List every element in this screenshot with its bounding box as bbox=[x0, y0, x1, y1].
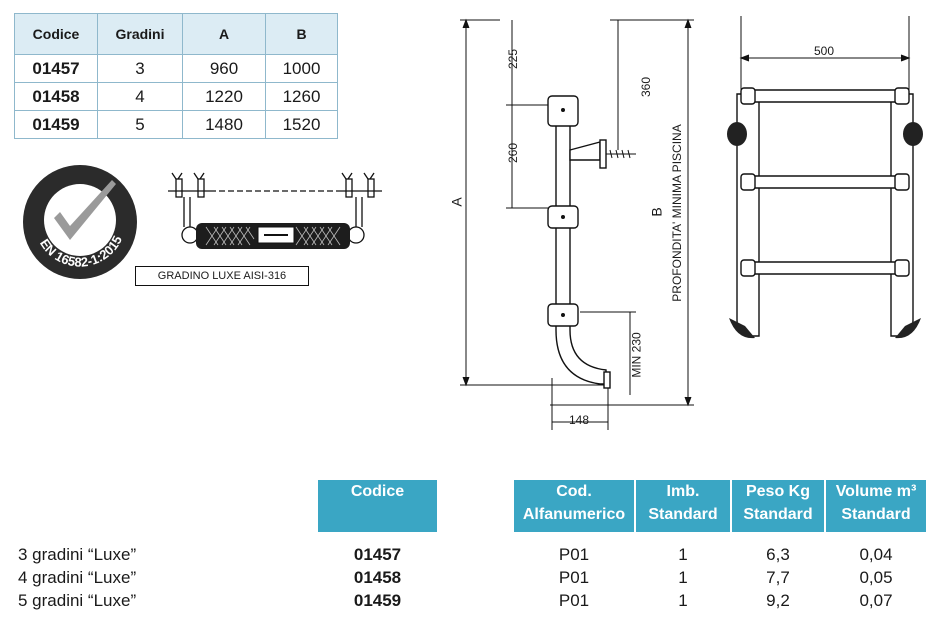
dim-260: 260 bbox=[506, 142, 521, 164]
dim-a: A bbox=[448, 197, 465, 207]
row-desc: 4 gradini “Luxe” bbox=[18, 568, 137, 587]
dim-500: 500 bbox=[814, 44, 835, 58]
header-imb-standard: Imb. Standard bbox=[636, 480, 730, 532]
spec-cell: 960 bbox=[182, 54, 266, 83]
row-peso: 6,3 bbox=[766, 545, 790, 564]
spec-cell: 1520 bbox=[265, 110, 338, 139]
depth-label: PROFONDITA' MINIMA PISCINA bbox=[670, 124, 684, 302]
spec-cell: 1260 bbox=[265, 82, 338, 111]
row-code: 01457 bbox=[353, 545, 402, 564]
side-view-drawing bbox=[460, 18, 694, 430]
row-imb: 1 bbox=[678, 545, 688, 564]
certification-logo: EN 16582-1:2015 bbox=[23, 165, 137, 279]
row-desc: 5 gradini “Luxe” bbox=[18, 591, 137, 610]
spec-cell: 3 bbox=[97, 54, 183, 83]
spec-header-b: B bbox=[265, 13, 338, 55]
spec-cell: 1480 bbox=[182, 110, 266, 139]
row-volume: 0,05 bbox=[859, 568, 893, 587]
front-view-drawing bbox=[727, 16, 923, 339]
dim-148: 148 bbox=[569, 413, 590, 427]
header-codice: Codice bbox=[318, 480, 437, 532]
row-peso: 7,7 bbox=[766, 568, 790, 587]
header-peso-standard: Peso Kg Standard bbox=[732, 480, 824, 532]
dim-225: 225 bbox=[506, 48, 521, 70]
row-desc: 3 gradini “Luxe” bbox=[18, 545, 137, 564]
spec-row: 01458 4 1220 1260 bbox=[14, 82, 338, 111]
header-volume-standard: Volume m³ Standard bbox=[826, 480, 926, 532]
header-cod-alfanumerico: Cod. Alfanumerico bbox=[514, 480, 634, 532]
step-detail-drawing bbox=[168, 172, 382, 249]
dim-360: 360 bbox=[639, 76, 654, 98]
spec-row: 01457 3 960 1000 bbox=[14, 54, 338, 83]
spec-header-row: Codice Gradini A B bbox=[14, 13, 338, 55]
dim-b: B bbox=[648, 207, 665, 217]
spec-cell: 5 bbox=[97, 110, 183, 139]
checkmark-icon bbox=[54, 180, 116, 240]
spec-row: 01459 5 1480 1520 bbox=[14, 110, 338, 139]
row-code: 01458 bbox=[353, 568, 402, 587]
spec-cell: 01458 bbox=[14, 82, 98, 111]
spec-cell: 1220 bbox=[182, 82, 266, 111]
spec-header-a: A bbox=[182, 13, 266, 55]
row-alfa: P01 bbox=[558, 591, 590, 610]
row-imb: 1 bbox=[678, 568, 688, 587]
row-imb: 1 bbox=[678, 591, 688, 610]
spec-table: Codice Gradini A B 01457 3 960 1000 0145… bbox=[14, 13, 338, 139]
spec-cell: 1000 bbox=[265, 54, 338, 83]
spec-header-gradini: Gradini bbox=[97, 13, 183, 55]
spec-cell: 01459 bbox=[14, 110, 98, 139]
row-alfa: P01 bbox=[558, 568, 590, 587]
dim-min-230: MIN 230 bbox=[629, 332, 644, 378]
row-volume: 0,07 bbox=[859, 591, 893, 610]
step-label: GRADINO LUXE AISI-316 bbox=[135, 266, 309, 286]
row-peso: 9,2 bbox=[766, 591, 790, 610]
row-code: 01459 bbox=[353, 591, 402, 610]
spec-cell: 4 bbox=[97, 82, 183, 111]
row-volume: 0,04 bbox=[859, 545, 893, 564]
row-alfa: P01 bbox=[558, 545, 590, 564]
spec-header-codice: Codice bbox=[14, 13, 98, 55]
spec-cell: 01457 bbox=[14, 54, 98, 83]
